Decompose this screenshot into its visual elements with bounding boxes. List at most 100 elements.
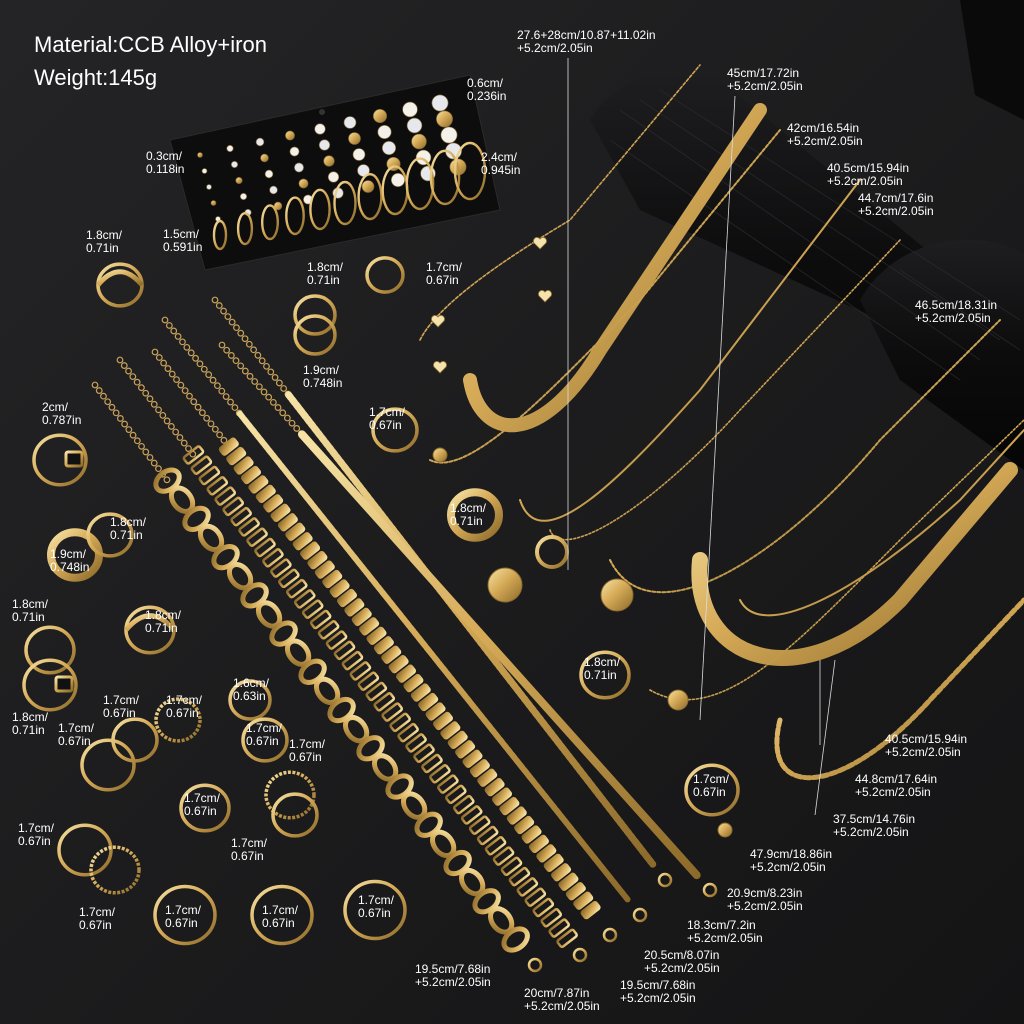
chain-link: [198, 465, 221, 486]
size-label-line: 0.67in: [369, 418, 402, 432]
extension-link: [215, 302, 223, 309]
size-label-line: 47.9cm/18.86in: [750, 847, 833, 861]
chain-link: [452, 794, 475, 815]
chain-link: [262, 548, 284, 568]
earring-size-label: 2.4cm/0.945in: [481, 151, 520, 177]
ring-size-label: 1.7cm/0.67in: [58, 722, 94, 748]
ring: [80, 738, 136, 792]
size-label-line: 0.71in: [86, 241, 119, 255]
ring: [24, 625, 76, 675]
earring-stud: [436, 110, 453, 128]
size-label-line: +5.2cm/2.05in: [858, 204, 934, 218]
ring: [86, 512, 134, 558]
extension-link: [150, 459, 158, 467]
extension-link: [174, 333, 182, 340]
extension-link: [246, 372, 254, 380]
ring-size-label: 1.8cm/0.71in: [450, 502, 486, 528]
earring-stud: [402, 101, 418, 118]
size-label-line: 1.7cm/: [289, 737, 326, 751]
extension-link: [254, 351, 262, 359]
necklace-pendant: [667, 689, 689, 711]
chain-body: [298, 430, 701, 880]
size-label-line: 19.5cm/7.68in: [415, 962, 491, 976]
necklace-pendant: [487, 567, 523, 603]
ring: [111, 717, 159, 763]
size-label-line: 0.67in: [231, 849, 264, 863]
chain-link: [240, 465, 261, 485]
ring-size-label: 1.7cm/0.67in: [165, 904, 201, 930]
extension-link: [160, 359, 168, 367]
chain-link: [292, 532, 313, 551]
size-label-line: 37.5cm/14.76in: [833, 812, 916, 826]
hoop-earring: [405, 157, 435, 211]
chain-link: [233, 456, 254, 475]
chain-link: [418, 692, 439, 712]
necklace-chain: [463, 103, 767, 433]
earring-size-label: 0.3cm/0.118in: [146, 150, 184, 176]
chain-link: [389, 712, 411, 733]
earring-stud: [352, 148, 366, 161]
extension-link: [173, 376, 180, 383]
extension-link: [142, 448, 150, 456]
lobster-clasp: [527, 957, 543, 973]
earring-size-label: 1.5cm/0.591in: [163, 228, 202, 254]
extension-link: [241, 335, 249, 343]
size-label-line: 0.3cm/: [146, 149, 183, 163]
extension-link: [91, 381, 99, 389]
extension-link: [231, 404, 239, 411]
ring: [264, 770, 316, 820]
extension-link: [151, 348, 159, 356]
size-label-line: 0.67in: [165, 916, 198, 930]
earring-stud: [231, 161, 239, 169]
chain-link: [440, 721, 461, 740]
chain-link: [528, 834, 549, 854]
size-label-line: 2cm/: [42, 400, 69, 414]
chain-link: [543, 853, 564, 872]
necklace-size-label: 44.8cm/17.64in+5.2cm/2.05in: [855, 773, 937, 799]
chain-link: [365, 681, 388, 702]
earring-stud: [298, 178, 309, 189]
size-label-line: 0.67in: [358, 906, 391, 920]
earring-size-label: 0.6cm/0.236in: [467, 77, 506, 103]
size-label-line: 0.787in: [42, 413, 82, 427]
extension-link: [218, 387, 226, 395]
chain-link: [336, 588, 357, 608]
chain-link: [548, 918, 570, 938]
size-label-line: +5.2cm/2.05in: [855, 785, 931, 799]
size-label-line: 1.7cm/: [58, 721, 95, 735]
chain-link: [551, 863, 572, 882]
hoop-earring: [236, 212, 254, 246]
ring-size-label: 1.8cm/0.71in: [12, 598, 48, 624]
size-label-line: 0.67in: [693, 785, 726, 799]
chain-link: [580, 901, 601, 920]
chain-link: [182, 445, 205, 465]
necklace-size-label: 47.9cm/18.86in+5.2cm/2.05in: [750, 848, 832, 874]
bracelet-size-label: 20.5cm/8.07in+5.2cm/2.05in: [644, 949, 720, 975]
necklace-chain: [419, 64, 701, 341]
ring: [153, 884, 217, 946]
necklace-size-label: 42cm/16.54in+5.2cm/2.05in: [787, 122, 863, 148]
extension-link: [196, 360, 204, 368]
bracelet: [211, 296, 673, 888]
chain-link: [421, 753, 443, 774]
chain-link: [254, 537, 276, 558]
size-pointer-line: [699, 95, 736, 721]
lobster-clasp: [657, 872, 673, 888]
ring: [293, 294, 337, 336]
extension-link: [223, 346, 231, 354]
extension-link: [227, 398, 234, 406]
extension-link: [164, 365, 172, 372]
chain-link: [270, 503, 291, 522]
bracelets: [91, 296, 718, 973]
necklace-chain: [739, 429, 1024, 617]
hoop-earring: [309, 188, 331, 231]
extension-link: [233, 324, 240, 332]
chain-link: [501, 926, 530, 953]
extension-link: [112, 409, 120, 417]
chain-link: [307, 550, 328, 570]
extension-link: [155, 406, 162, 414]
extension-link: [150, 400, 158, 408]
necklace-size-label: 44.7cm/17.6in+5.2cm/2.05in: [858, 192, 934, 218]
ring-size-label: 1.8cm/0.71in: [145, 609, 181, 635]
chain-link: [499, 796, 520, 816]
